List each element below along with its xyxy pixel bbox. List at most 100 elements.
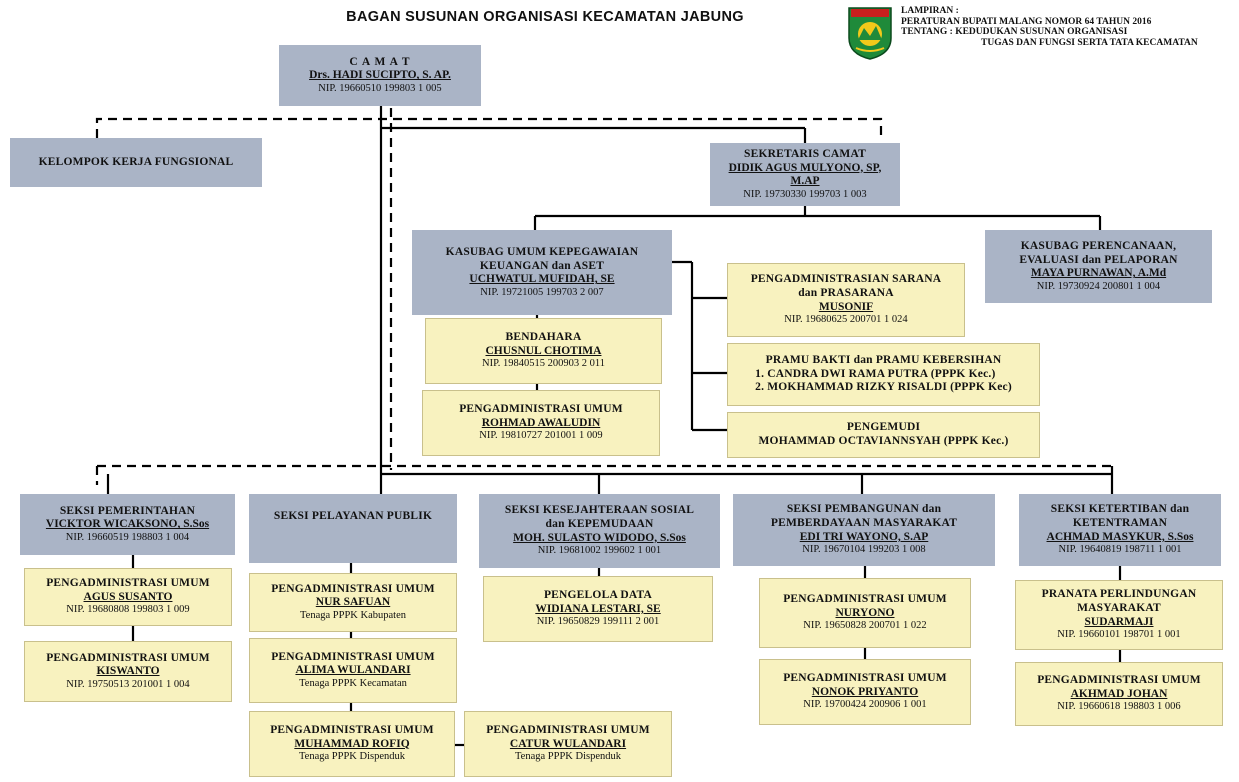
pel-staff2-title: PENGADMINISTRASI UMUM [271,650,435,663]
pemb-staff2-nip: NIP. 19700424 200906 1 001 [803,699,927,711]
pel-staff3-box: PENGADMINISTRASI UMUM MUHAMMAD ROFIQ Ten… [249,711,455,777]
pel-staff1-note: Tenaga PPPK Kabupaten [300,609,406,621]
seksi-kesejahteraan-nip: NIP. 19681002 199602 1 001 [537,545,662,557]
pramu-bakti-box: PRAMU BAKTI dan PRAMU KEBERSIHAN 1. CAND… [727,343,1040,406]
peng-sarana-title2: dan PRASARANA [798,287,894,300]
seksi-ketertiban-title2: KETENTRAMAN [1072,517,1168,530]
pem-staff2-nip: NIP. 19750513 201001 1 004 [66,678,190,690]
kasubag-perencanaan-title2: EVALUASI dan PELAPORAN [1019,253,1178,266]
kes-staff1-title: PENGELOLA DATA [543,589,653,602]
pem-staff1-name: AGUS SUSANTO [83,590,173,603]
pel-staff2-note: Tenaga PPPK Kecamatan [299,677,407,689]
pemb-staff2-box: PENGADMINISTRASI UMUM NONOK PRIYANTO NIP… [759,659,971,725]
ket-staff2-box: PENGADMINISTRASI UMUM AKHMAD JOHAN NIP. … [1015,662,1223,726]
kasubag-perencanaan-box: KASUBAG PERENCANAAN, EVALUASI dan PELAPO… [985,230,1212,303]
ket-staff2-name: AKHMAD JOHAN [1070,687,1168,700]
bendahara-name: CHUSNUL CHOTIMA [485,344,602,357]
pramu-item2: 2. MOKHAMMAD RIZKY RISALDI (PPPK Kec) [755,381,1012,394]
ket-staff1-title2: MASYARAKAT [1077,602,1161,615]
sekretaris-name: DIDIK AGUS MULYONO, SP, M.AP [728,161,882,188]
seksi-pemerintahan-title: SEKSI PEMERINTAHAN [59,504,196,517]
pel-staff2-box: PENGADMINISTRASI UMUM ALIMA WULANDARI Te… [249,638,457,703]
pramu-title: PRAMU BAKTI dan PRAMU KEBERSIHAN [765,354,1002,367]
seksi-pelayanan-box: SEKSI PELAYANAN PUBLIK [249,494,457,563]
pemb-staff2-name: NONOK PRIYANTO [811,685,919,698]
kabupaten-malang-logo-icon [848,7,892,60]
peng-sarana-name: MUSONIF [818,300,874,313]
camat-title: C A M A T [349,55,411,68]
seksi-pelayanan-title: SEKSI PELAYANAN PUBLIK [273,510,433,522]
pem-staff1-title: PENGADMINISTRASI UMUM [46,577,210,590]
kes-staff1-name: WIDIANA LESTARI, SE [535,602,661,615]
bendahara-title: BENDAHARA [505,331,582,344]
kasubag-umum-title2: KEUANGAN dan ASET [479,259,605,272]
seksi-kesejahteraan-title2: dan KEPEMUDAAN [545,518,654,531]
seksi-pembangunan-title1: SEKSI PEMBANGUNAN dan [786,503,942,516]
peng-umum-sek-nip: NIP. 19810727 201001 1 009 [479,430,603,442]
sekretaris-title: SEKRETARIS CAMAT [744,147,866,160]
pel-staff3-title: PENGADMINISTRASI UMUM [270,724,434,737]
pemb-staff1-name: NURYONO [835,606,895,619]
pel-staff1-box: PENGADMINISTRASI UMUM NUR SAFUAN Tenaga … [249,573,457,632]
peng-umum-sekretariat-box: PENGADMINISTRASI UMUM ROHMAD AWALUDIN NI… [422,390,660,456]
peng-umum-sek-title: PENGADMINISTRASI UMUM [459,403,623,416]
ket-staff1-title1: PRANATA PERLINDUNGAN [1041,588,1197,601]
kasubag-umum-name: UCHWATUL MUFIDAH, SE [469,273,615,286]
seksi-pembangunan-name: EDI TRI WAYONO, S.AP [799,530,929,543]
pel-staff4-box: PENGADMINISTRASI UMUM CATUR WULANDARI Te… [464,711,672,777]
kelompok-kerja-fungsional-box: KELOMPOK KERJA FUNGSIONAL [10,138,262,187]
camat-nip: NIP. 19660510 199803 1 005 [318,82,442,94]
peng-umum-sek-name: ROHMAD AWALUDIN [481,416,601,429]
seksi-pembangunan-box: SEKSI PEMBANGUNAN dan PEMBERDAYAAN MASYA… [733,494,995,566]
pem-staff2-box: PENGADMINISTRASI UMUM KISWANTO NIP. 1975… [24,641,232,702]
kasubag-umum-title1: KASUBAG UMUM KEPEGAWAIAN [445,245,639,258]
kasubag-perencanaan-nip: NIP. 19730924 200801 1 004 [1036,280,1161,292]
pel-staff2-name: ALIMA WULANDARI [295,664,411,677]
pel-staff4-name: CATUR WULANDARI [509,737,627,750]
pel-staff3-note: Tenaga PPPK Dispenduk [298,751,405,763]
seksi-ketertiban-name: ACHMAD MASYKUR, S.Sos [1046,530,1194,543]
kelompok-title: KELOMPOK KERJA FUNGSIONAL [38,155,234,168]
chart-title: BAGAN SUSUNAN ORGANISASI KECAMATAN JABUN… [346,9,744,25]
pengemudi-title: PENGEMUDI [846,421,921,434]
kasubag-umum-nip: NIP. 19721005 199703 2 007 [480,286,604,298]
kes-staff1-box: PENGELOLA DATA WIDIANA LESTARI, SE NIP. … [483,576,713,642]
lampiran-line1: LAMPIRAN : [901,6,959,16]
ket-staff2-nip: NIP. 19660618 198803 1 006 [1057,701,1181,713]
pengemudi-box: PENGEMUDI MOHAMMAD OCTAVIANNSYAH (PPPK K… [727,412,1040,458]
seksi-ketertiban-title1: SEKSI KETERTIBAN dan [1050,503,1190,516]
bendahara-nip: NIP. 19840515 200903 2 011 [482,358,605,370]
peng-sarana-title1: PENGADMINISTRASIAN SARANA [750,273,942,286]
kasubag-perencanaan-name: MAYA PURNAWAN, A.Md [1030,267,1167,280]
seksi-kesejahteraan-box: SEKSI KESEJAHTERAAN SOSIAL dan KEPEMUDAA… [479,494,720,568]
seksi-pembangunan-title2: PEMBERDAYAAN MASYARAKAT [770,517,958,530]
kasubag-perencanaan-title1: KASUBAG PERENCANAAN, [1020,239,1177,252]
seksi-pemerintahan-nip: NIP. 19660519 198803 1 004 [65,531,190,543]
pel-staff3-name: MUHAMMAD ROFIQ [294,737,410,750]
peng-sarana-nip: NIP. 19680625 200701 1 024 [784,314,908,326]
seksi-pembangunan-nip: NIP. 19670104 199203 1 008 [802,544,926,556]
kasubag-umum-box: KASUBAG UMUM KEPEGAWAIAN KEUANGAN dan AS… [412,230,672,315]
ket-staff1-nip: NIP. 19660101 198701 1 001 [1057,629,1181,641]
pel-staff1-name: NUR SAFUAN [315,596,391,609]
lampiran-block: LAMPIRAN : PERATURAN BUPATI MALANG NOMOR… [901,6,1236,49]
pemb-staff2-title: PENGADMINISTRASI UMUM [783,672,947,685]
ket-staff1-name: SUDARMAJI [1084,615,1154,628]
pemb-staff1-title: PENGADMINISTRASI UMUM [783,593,947,606]
lampiran-line4: TUGAS DAN FUNGSI SERTA TATA KECAMATAN [981,37,1198,48]
seksi-ketertiban-nip: NIP. 19640819 198711 1 001 [1058,544,1182,556]
camat-box: C A M A T Drs. HADI SUCIPTO, S. AP. NIP.… [279,45,481,106]
pemb-staff1-nip: NIP. 19650828 200701 1 022 [803,620,927,632]
sekretaris-nip: NIP. 19730330 199703 1 003 [743,188,867,200]
lampiran-line2: PERATURAN BUPATI MALANG NOMOR 64 TAHUN 2… [901,16,1152,27]
pel-staff4-note: Tenaga PPPK Dispenduk [514,751,621,763]
seksi-pemerintahan-box: SEKSI PEMERINTAHAN VICKTOR WICAKSONO, S.… [20,494,235,555]
pem-staff2-name: KISWANTO [96,665,160,678]
sekretaris-camat-box: SEKRETARIS CAMAT DIDIK AGUS MULYONO, SP,… [710,143,900,206]
seksi-pemerintahan-name: VICKTOR WICAKSONO, S.Sos [45,518,210,531]
pem-staff1-nip: NIP. 19680808 199803 1 009 [66,604,190,616]
lampiran-line3: TENTANG : KEDUDUKAN SUSUNAN ORGANISASI [901,27,1128,38]
pel-staff4-title: PENGADMINISTRASI UMUM [486,724,650,737]
kes-staff1-nip: NIP. 19650829 199111 2 001 [536,616,660,628]
ket-staff2-title: PENGADMINISTRASI UMUM [1037,674,1201,687]
